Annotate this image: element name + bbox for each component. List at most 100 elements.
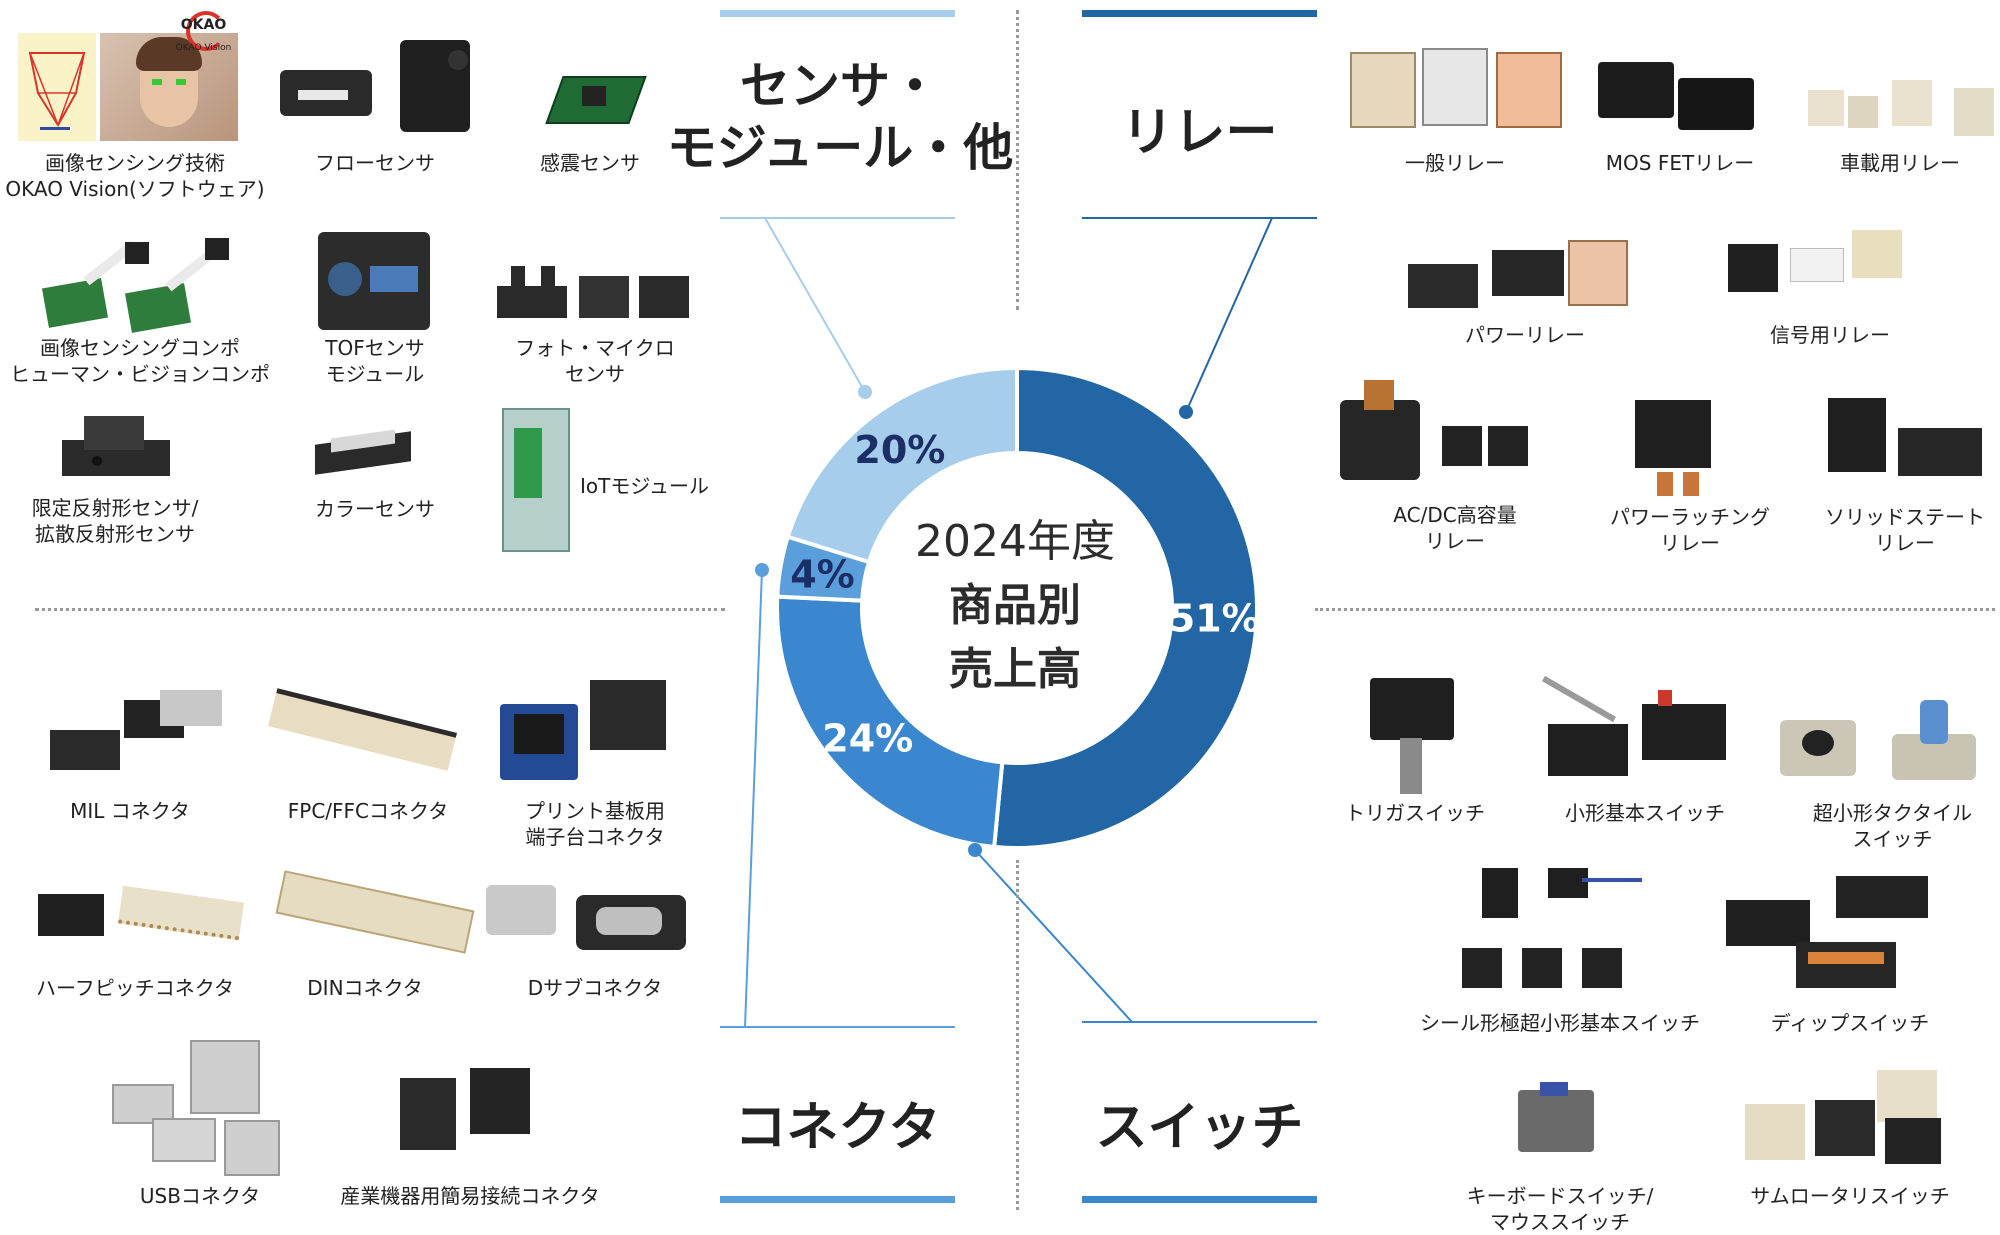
okao-logo: OKAO OKAO Vision bbox=[166, 7, 241, 59]
center-year: 2024年度 bbox=[915, 516, 1115, 567]
dip-switch-caption: ディップスイッチ bbox=[1770, 1011, 1930, 1035]
face-wireframe-panel bbox=[18, 33, 96, 141]
sealed-basic-switch-caption: シール形極超小形基本スイッチ bbox=[1420, 1011, 1700, 1035]
iot-module-image bbox=[502, 408, 570, 552]
image-sensing-combo-caption: 画像センシングコンポ ヒューマン・ビジョンコンポ bbox=[10, 336, 270, 386]
relay-slice bbox=[992, 365, 1259, 850]
power-latching-relay-caption: パワーラッチング リレー bbox=[1610, 505, 1770, 555]
automotive-relay-image bbox=[1808, 80, 1998, 140]
trigger-switch-image bbox=[1370, 678, 1480, 796]
relay-leader-line bbox=[1185, 217, 1273, 413]
switch-slice bbox=[775, 594, 1005, 850]
sensor-title-line1: センサ・ bbox=[740, 57, 940, 115]
sensor-title-line2: モジュール・他 bbox=[666, 119, 1014, 177]
mil-connector-image bbox=[50, 690, 225, 790]
switch-section-title: スイッチ bbox=[1095, 1098, 1304, 1158]
din-connector-image bbox=[275, 870, 475, 960]
divider-bottom-vertical bbox=[1016, 860, 1019, 1210]
mil-connector-caption: MIL コネクタ bbox=[70, 799, 190, 823]
pcb-terminal-connector-caption: プリント基板用 端子台コネクタ bbox=[525, 799, 665, 849]
image-sensing-combo-image bbox=[40, 238, 250, 333]
dsub-connector-image bbox=[486, 885, 696, 960]
power-latching-relay-image bbox=[1635, 400, 1725, 500]
relay-section-title: リレー bbox=[1121, 103, 1278, 163]
acdc-relay-image bbox=[1340, 380, 1540, 490]
divider-left-horizontal bbox=[35, 608, 725, 611]
basic-switch-caption: 小形基本スイッチ bbox=[1565, 801, 1725, 825]
sensor-leader-line bbox=[764, 217, 866, 393]
power-relay-image bbox=[1408, 240, 1628, 320]
connector-pct-label: 4% bbox=[790, 553, 855, 597]
signal-relay-image bbox=[1728, 230, 1928, 310]
solid-state-relay-image bbox=[1828, 398, 1988, 486]
color-sensor-image bbox=[315, 428, 415, 478]
connector-title-bar bbox=[720, 1196, 955, 1203]
dsub-connector-caption: Dサブコネクタ bbox=[527, 976, 663, 1000]
half-pitch-connector-image bbox=[38, 885, 248, 958]
okao-vision-caption: 画像センシング技術 OKAO Vision(ソフトウェア) bbox=[5, 151, 265, 201]
dip-switch-image bbox=[1726, 876, 1946, 996]
signal-relay-caption: 信号用リレー bbox=[1770, 323, 1890, 347]
fpc-connector-caption: FPC/FFCコネクタ bbox=[287, 799, 449, 823]
connector-leader-dot bbox=[755, 563, 769, 577]
switch-leader-dot bbox=[968, 843, 982, 857]
keyboard-switch-image bbox=[1518, 1082, 1600, 1162]
thumb-rotary-switch-caption: サムロータリスイッチ bbox=[1750, 1184, 1950, 1208]
seismic-sensor-caption: 感震センサ bbox=[540, 151, 640, 175]
switch-pct-label: 24% bbox=[822, 716, 913, 760]
divider-right-horizontal bbox=[1315, 608, 1995, 611]
relay-leader-dot bbox=[1179, 405, 1193, 419]
switch-leader-line bbox=[974, 849, 1133, 1023]
chart-center-label: 2024年度 商品別 売上高 bbox=[880, 510, 1150, 702]
okao-vision-image: OKAO OKAO Vision bbox=[18, 11, 238, 141]
sensor-title-bar bbox=[720, 10, 955, 17]
tof-module-caption: TOFセンサ モジュール bbox=[325, 336, 425, 386]
industrial-connector-caption: 産業機器用簡易接続コネクタ bbox=[340, 1184, 600, 1208]
face-photo bbox=[100, 33, 238, 141]
relay-pct-label: 51% bbox=[1169, 596, 1260, 640]
wireframe-icon bbox=[28, 52, 86, 130]
acdc-relay-caption: AC/DC高容量 リレー bbox=[1393, 503, 1517, 553]
sensor-slice bbox=[785, 365, 1019, 565]
tactile-switch-caption: 超小形タクタイル スイッチ bbox=[1812, 801, 1973, 851]
usb-connector-caption: USBコネクタ bbox=[139, 1184, 261, 1208]
usb-connector-image bbox=[112, 1040, 282, 1176]
connector-leader-line bbox=[744, 569, 763, 1028]
sealed-basic-switch-image bbox=[1462, 848, 1647, 998]
fpc-connector-image bbox=[268, 688, 460, 771]
sensor-leader-dot bbox=[858, 385, 872, 399]
din-connector-caption: DINコネクタ bbox=[307, 976, 423, 1000]
trigger-switch-caption: トリガスイッチ bbox=[1345, 801, 1485, 825]
pcb-terminal-connector-image bbox=[500, 680, 675, 790]
general-relay-caption: 一般リレー bbox=[1405, 151, 1505, 175]
basic-switch-image bbox=[1538, 675, 1738, 785]
mosfet-relay-caption: MOS FETリレー bbox=[1605, 151, 1755, 175]
keyboard-switch-caption: キーボードスイッチ/ マウススイッチ bbox=[1466, 1184, 1654, 1234]
tof-module-image bbox=[318, 232, 433, 332]
half-pitch-connector-caption: ハーフピッチコネクタ bbox=[36, 976, 234, 1000]
tactile-switch-image bbox=[1780, 700, 1995, 788]
iot-module-caption: IoTモジュール bbox=[580, 474, 709, 498]
divider-top-vertical bbox=[1016, 10, 1019, 310]
photomicro-sensor-caption: フォト・マイクロ センサ bbox=[515, 336, 675, 386]
reflective-sensor-caption: 限定反射形センサ/ 拡散反射形センサ bbox=[31, 496, 199, 546]
connector-section-title: コネクタ bbox=[734, 1098, 941, 1158]
photomicro-sensor-image bbox=[497, 266, 697, 328]
seismic-sensor-image bbox=[545, 72, 647, 124]
relay-title-bar bbox=[1082, 10, 1317, 17]
solid-state-relay-caption: ソリッドステート リレー bbox=[1825, 505, 1985, 555]
reflective-sensor-image bbox=[62, 410, 172, 492]
industrial-connector-image bbox=[400, 1068, 535, 1173]
power-relay-caption: パワーリレー bbox=[1465, 323, 1585, 347]
mosfet-relay-image bbox=[1598, 62, 1758, 134]
sensor-pct-label: 20% bbox=[854, 428, 945, 472]
flow-sensor-caption: フローセンサ bbox=[315, 151, 435, 175]
center-category: 商品別 bbox=[949, 580, 1081, 631]
general-relay-image bbox=[1350, 48, 1570, 130]
center-metric: 売上高 bbox=[949, 644, 1081, 695]
sensor-section-title: センサ・ モジュール・他 bbox=[660, 55, 1020, 179]
thumb-rotary-switch-image bbox=[1745, 1070, 1945, 1170]
flow-sensor-image bbox=[280, 40, 480, 140]
automotive-relay-caption: 車載用リレー bbox=[1840, 151, 1960, 175]
